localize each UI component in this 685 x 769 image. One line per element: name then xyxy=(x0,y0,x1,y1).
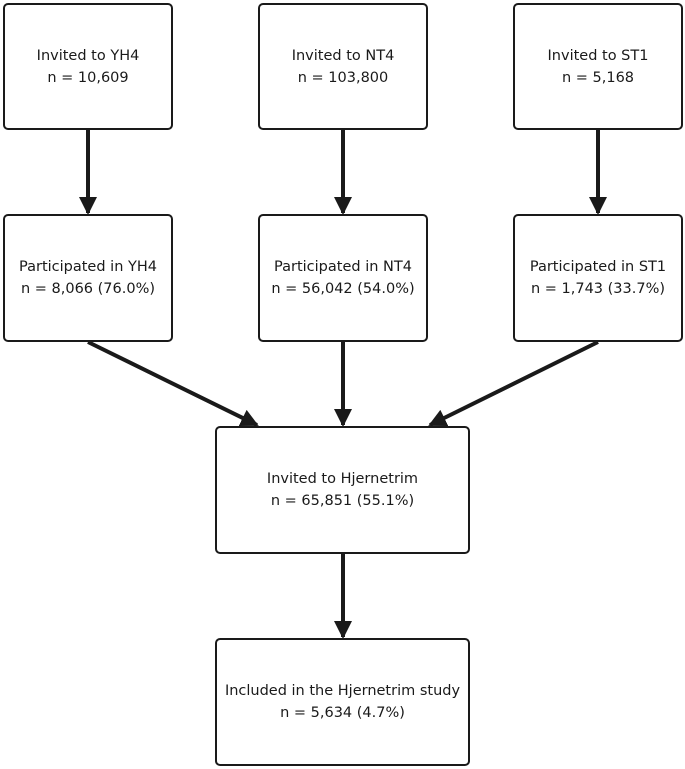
arrow-yh4-to-hjernetrim xyxy=(87,340,259,427)
box-label: Invited to YH4 xyxy=(36,47,140,64)
box-label: Invited to NT4 xyxy=(291,47,395,64)
box-count: n = 8,066 (76.0%) xyxy=(20,281,156,297)
box-invited-yh4: Invited to YH4 n = 10,609 xyxy=(3,3,173,130)
box-participated-nt4: Participated in NT4 n = 56,042 (54.0%) xyxy=(258,214,428,342)
box-count: n = 56,042 (54.0%) xyxy=(271,281,415,297)
box-count: n = 1,743 (33.7%) xyxy=(530,281,666,297)
box-count: n = 103,800 xyxy=(297,69,389,86)
box-invited-st1: Invited to ST1 n = 5,168 xyxy=(513,3,683,130)
box-label: Invited to ST1 xyxy=(547,47,649,64)
box-participated-yh4: Participated in YH4 n = 8,066 (76.0%) xyxy=(3,214,173,342)
box-count: n = 10,609 xyxy=(47,69,129,86)
box-included-hjernetrim-study: Included in the Hjernetrim study n = 5,6… xyxy=(215,638,470,766)
box-participated-st1: Participated in ST1 n = 1,743 (33.7%) xyxy=(513,214,683,342)
box-invited-nt4: Invited to NT4 n = 103,800 xyxy=(258,3,428,130)
box-label: Participated in NT4 xyxy=(274,259,412,275)
box-count: n = 5,168 xyxy=(561,69,635,86)
box-invited-hjernetrim: Invited to Hjernetrim n = 65,851 (55.1%) xyxy=(215,426,470,554)
box-count: n = 5,634 (4.7%) xyxy=(280,705,405,721)
box-label: Invited to Hjernetrim xyxy=(266,471,419,487)
box-label: Participated in ST1 xyxy=(529,259,667,275)
box-label: Included in the Hjernetrim study xyxy=(224,683,461,699)
box-count: n = 65,851 (55.1%) xyxy=(270,493,415,509)
box-label: Participated in YH4 xyxy=(19,259,157,275)
arrow-st1-to-hjernetrim xyxy=(428,340,599,427)
